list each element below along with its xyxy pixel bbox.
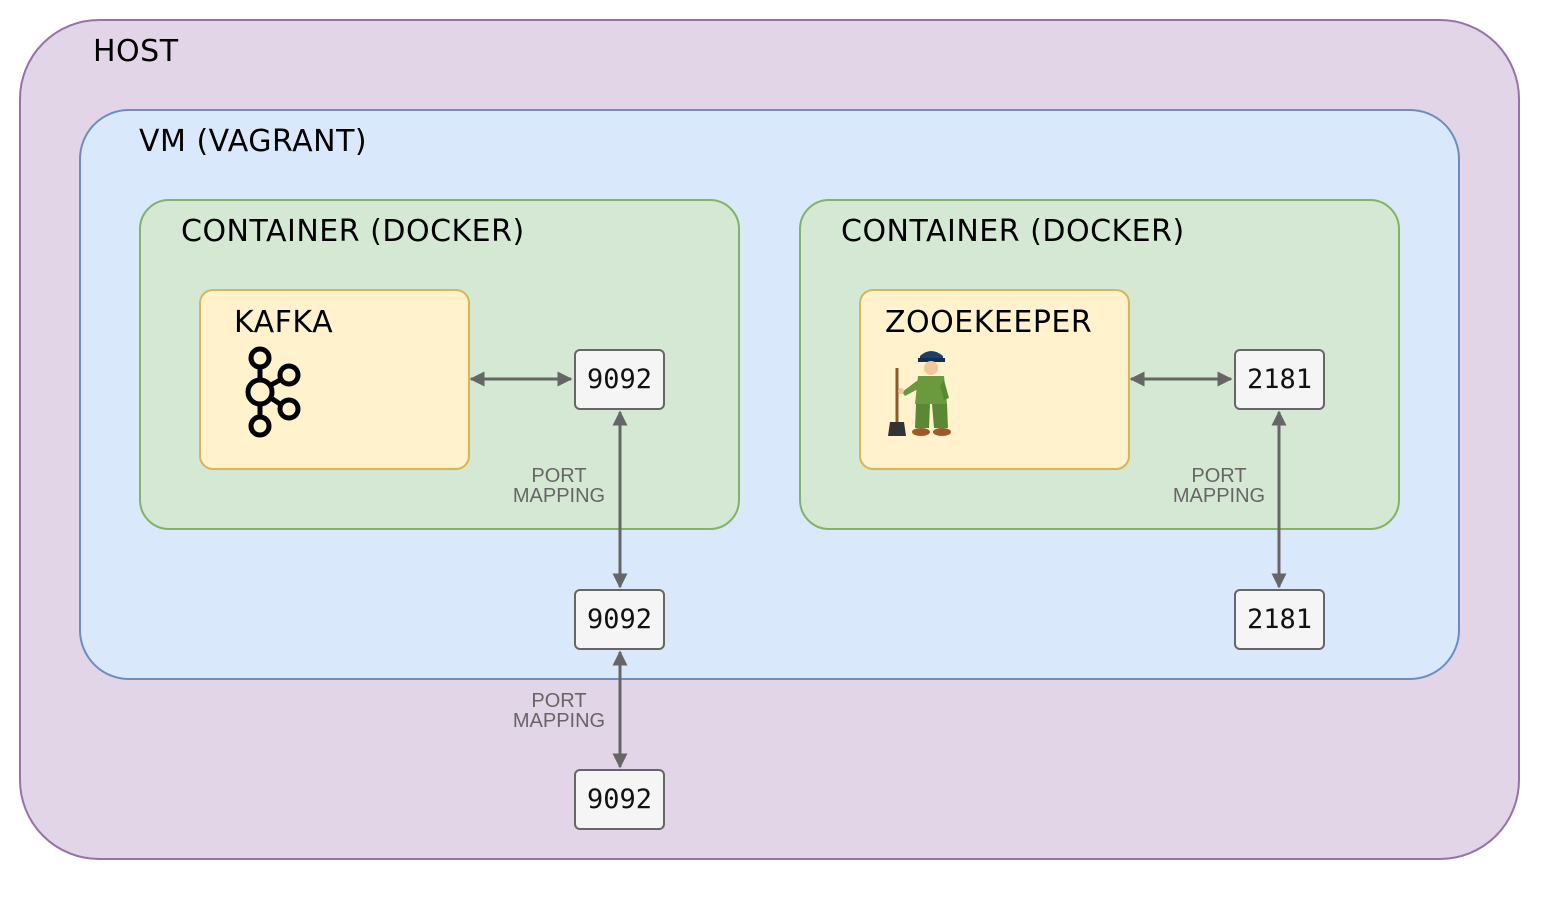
- mapping-label-line: MAPPING: [512, 710, 606, 732]
- mapping-label-line: PORT: [1191, 465, 1247, 487]
- mapping-label-line: MAPPING: [512, 485, 606, 507]
- zookeeper-service-label: ZOOEKEEPER: [885, 305, 1093, 340]
- kafka-container-label: CONTAINER (DOCKER): [181, 214, 525, 249]
- zookeeper-service-box: [859, 289, 1130, 470]
- mapping-label-line: PORT: [531, 465, 587, 487]
- mapping-label-line: MAPPING: [1172, 485, 1266, 507]
- kafka-vm-port: 9092: [574, 589, 665, 650]
- kafka-service-box: [199, 289, 470, 470]
- mapping-label-line: PORT: [531, 690, 587, 712]
- kafka-container-port: 9092: [574, 349, 665, 410]
- zookeeper-container-port: 2181: [1234, 349, 1325, 410]
- vm-label: VM (VAGRANT): [139, 124, 368, 159]
- host-label: HOST: [93, 34, 179, 69]
- kafka-host-port: 9092: [574, 769, 665, 830]
- zookeeper-vm-port: 2181: [1234, 589, 1325, 650]
- zookeeper-container-label: CONTAINER (DOCKER): [841, 214, 1185, 249]
- kafka-service-label: KAFKA: [234, 305, 334, 340]
- zookeeper-container-vm-mapping-label: PORT MAPPING: [1159, 466, 1279, 506]
- kafka-container-vm-mapping-label: PORT MAPPING: [499, 466, 619, 506]
- kafka-vm-host-mapping-label: PORT MAPPING: [499, 691, 619, 731]
